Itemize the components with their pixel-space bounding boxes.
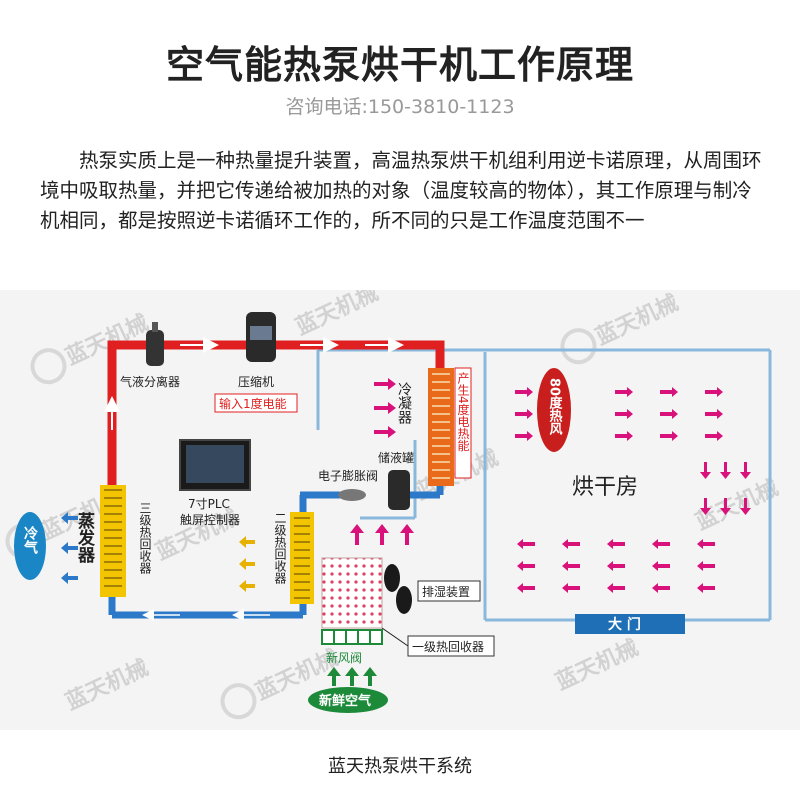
room-airflow-left (517, 539, 715, 593)
compressor-label: 压缩机 (238, 374, 274, 389)
plc-controller: 7寸PLC 触屏控制器 (179, 439, 251, 527)
intro-paragraph: 热泵实质上是一种热量提升装置，高温热泵烘干机组利用逆卡诺原理，从周围环境中吸取热… (40, 149, 762, 232)
heat-output-label: 产生4度电热能 (456, 372, 470, 452)
recuperator2-label: 二级热回收器 (273, 512, 287, 585)
liquid-receiver: 储液罐 (378, 450, 414, 510)
dehumidifier-fan: 排湿装置 (384, 564, 481, 614)
door: 大 门 (575, 614, 685, 634)
recuperator1-label: 一级热回收器 (412, 640, 484, 654)
hot-air-badge: 80度热风 (537, 368, 571, 452)
plc-label-line2: 触屏控制器 (180, 513, 240, 527)
cold-air-label: 冷气 (22, 525, 39, 555)
plc-label-line1: 7寸PLC (188, 497, 230, 511)
recuperator-stage1: 一级热回收器 (321, 557, 495, 657)
hot-pipe-arrows (104, 337, 404, 430)
separator-label: 气液分离器 (120, 374, 180, 389)
condenser: 冷凝器 产生4度电热能 (396, 367, 472, 486)
room-airflow-right (515, 387, 723, 441)
recuperator3-label: 三级热回收器 (138, 502, 152, 575)
upward-airflow-arrows (350, 524, 414, 545)
evaporator-outflow-arrows (61, 512, 78, 584)
drying-room-label: 烘干房 (572, 475, 638, 500)
phone-number: 咨询电话:150-3810-1123 (285, 96, 515, 118)
dehumidifier-label: 排湿装置 (422, 584, 470, 599)
hot-air-label: 80度热风 (547, 378, 563, 437)
expansion-valve: 电子膨胀阀 (318, 469, 378, 501)
fresh-air-label: 新鲜空气 (319, 693, 371, 709)
condenser-label: 冷凝器 (396, 382, 412, 424)
room-airflow-down (700, 462, 751, 515)
fresh-air-valve: 新风阀 (321, 629, 383, 665)
compressor: 压缩机 输入1度电能 (214, 312, 298, 413)
power-input-label: 输入1度电能 (219, 396, 287, 411)
expansion-valve-label: 电子膨胀阀 (318, 469, 378, 483)
page-title: 空气能热泵烘干机工作原理 (165, 43, 634, 87)
gas-liquid-separator: 气液分离器 (120, 322, 180, 389)
evaporator: 蒸发器 (74, 485, 126, 597)
recuperator-stage3: 三级热回收器 (138, 502, 152, 575)
fresh-air-badge: 新鲜空气 (308, 687, 388, 713)
door-label: 大 门 (608, 616, 641, 633)
recuperator2-arrows (239, 536, 255, 592)
fresh-air-valve-label: 新风阀 (326, 650, 362, 665)
condenser-inflow-arrows (374, 378, 396, 438)
cold-air-badge: 冷气 (14, 512, 46, 580)
evaporator-label: 蒸发器 (74, 512, 96, 564)
receiver-label: 储液罐 (378, 450, 414, 465)
fresh-air-arrows (327, 667, 377, 686)
heat-pump-diagram: 蓝天机械 蓝天机械 蓝天机械 蓝天机械 蓝天机械 蓝天机械 蓝天机械 蓝天机械 … (0, 281, 800, 730)
diagram-caption: 蓝天热泵烘干系统 (328, 756, 472, 777)
recuperator-stage2: 二级热回收器 (273, 512, 314, 604)
